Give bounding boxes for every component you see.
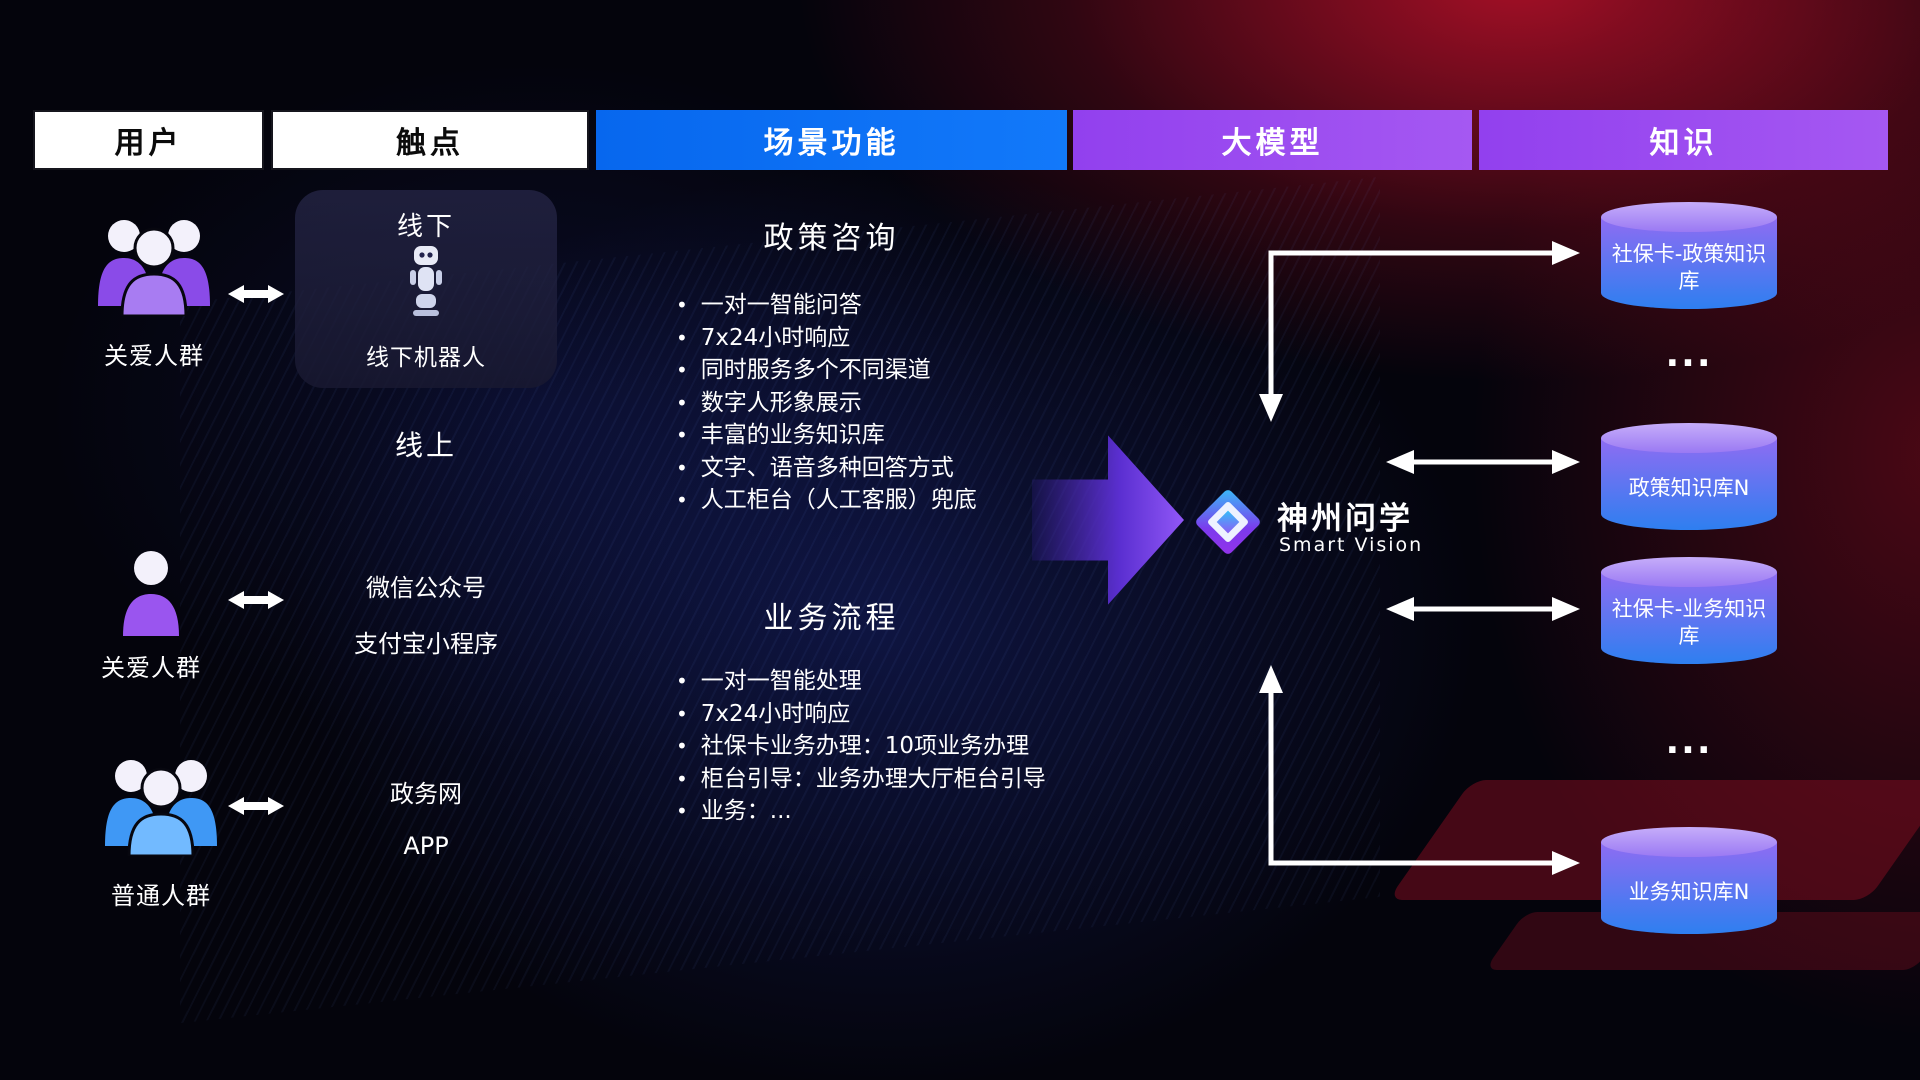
- arrowhead-right-icon: [1552, 241, 1580, 265]
- policy-item: 数字人形象展示: [676, 387, 977, 420]
- general-group-icon: [95, 752, 227, 860]
- cylinder-body: 政策知识库N: [1601, 438, 1777, 530]
- flow-arrow-icon: [1032, 435, 1184, 605]
- care-group-label: 关爱人群: [104, 342, 204, 370]
- knowledge-db-policy-social: 社保卡-政策知识库: [1601, 202, 1777, 309]
- business-item: 一对一智能处理: [676, 665, 1046, 698]
- cylinder-top: [1601, 423, 1777, 453]
- knowledge-ellipsis: ...: [1665, 334, 1713, 375]
- care-person-label: 关爱人群: [101, 654, 201, 682]
- business-item: 柜台引导：业务办理大厅柜台引导: [676, 763, 1046, 796]
- cylinder-top: [1601, 202, 1777, 232]
- robot-icon: [405, 244, 447, 322]
- policy-section-title: 政策咨询: [763, 221, 900, 256]
- arrowhead-right-icon: [1552, 597, 1580, 621]
- offline-robot-label: 线下机器人: [366, 345, 486, 371]
- business-section-title: 业务流程: [763, 601, 900, 636]
- care-group-icon: [88, 212, 220, 320]
- knowledge-db-business-social: 社保卡-业务知识库: [1601, 557, 1777, 664]
- arrowhead-left-icon: [1386, 597, 1414, 621]
- knowledge-db-label: 政策知识库N: [1628, 476, 1750, 501]
- header-users: 用户: [33, 110, 264, 170]
- bidirectional-arrow-icon: [226, 589, 286, 611]
- policy-feature-list: 一对一智能问答 7x24小时响应 同时服务多个不同渠道 数字人形象展示 丰富的业…: [676, 289, 977, 517]
- cylinder-body: 社保卡-业务知识库: [1601, 572, 1777, 664]
- knowledge-ellipsis: ...: [1665, 721, 1713, 762]
- touchpoint-wechat: 微信公众号: [366, 574, 486, 602]
- business-item: 业务：...: [676, 795, 1046, 828]
- arrowhead-up-icon: [1259, 665, 1283, 693]
- offline-title: 线下: [396, 212, 455, 242]
- policy-item: 文字、语音多种回答方式: [676, 452, 977, 485]
- brand-name: 神州问学: [1277, 501, 1413, 537]
- cylinder-top: [1601, 557, 1777, 587]
- smart-vision-logo-icon: [1193, 487, 1263, 557]
- arrowhead-right-icon: [1552, 450, 1580, 474]
- business-item: 7x24小时响应: [676, 698, 1046, 731]
- cylinder-top: [1601, 827, 1777, 857]
- knowledge-db-business-n: 业务知识库N: [1601, 827, 1777, 934]
- knowledge-db-label: 社保卡-业务知识库: [1611, 596, 1767, 648]
- header-knowledge: 知识: [1479, 110, 1888, 170]
- bidirectional-arrow-icon: [226, 283, 286, 305]
- business-item: 社保卡业务办理：10项业务办理: [676, 730, 1046, 763]
- header-touchpoints: 触点: [271, 110, 589, 170]
- offline-touchpoint-card: 线下 线下机器人: [295, 190, 557, 388]
- policy-item: 丰富的业务知识库: [676, 419, 977, 452]
- general-group-label: 普通人群: [111, 882, 211, 910]
- knowledge-db-label: 业务知识库N: [1628, 880, 1750, 905]
- cylinder-body: 业务知识库N: [1601, 842, 1777, 934]
- touchpoint-alipay: 支付宝小程序: [354, 630, 498, 658]
- header-model: 大模型: [1073, 110, 1472, 170]
- touchpoint-app: APP: [403, 832, 449, 860]
- cylinder-body: 社保卡-政策知识库: [1601, 217, 1777, 309]
- policy-item: 同时服务多个不同渠道: [676, 354, 977, 387]
- business-feature-list: 一对一智能处理 7x24小时响应 社保卡业务办理：10项业务办理 柜台引导：业务…: [676, 665, 1046, 828]
- knowledge-db-policy-n: 政策知识库N: [1601, 423, 1777, 530]
- knowledge-db-label: 社保卡-政策知识库: [1611, 241, 1767, 293]
- bidirectional-arrow-icon: [226, 795, 286, 817]
- header-scenario: 场景功能: [596, 110, 1067, 170]
- arrowhead-left-icon: [1386, 450, 1414, 474]
- care-person-icon: [118, 548, 184, 640]
- policy-item: 人工柜台（人工客服）兜底: [676, 484, 977, 517]
- policy-item: 7x24小时响应: [676, 322, 977, 355]
- policy-item: 一对一智能问答: [676, 289, 977, 322]
- touchpoint-gov-web: 政务网: [390, 780, 462, 808]
- online-title: 线上: [394, 429, 457, 462]
- arrowhead-down-icon: [1259, 394, 1283, 422]
- brand-tagline: Smart Vision: [1279, 534, 1424, 556]
